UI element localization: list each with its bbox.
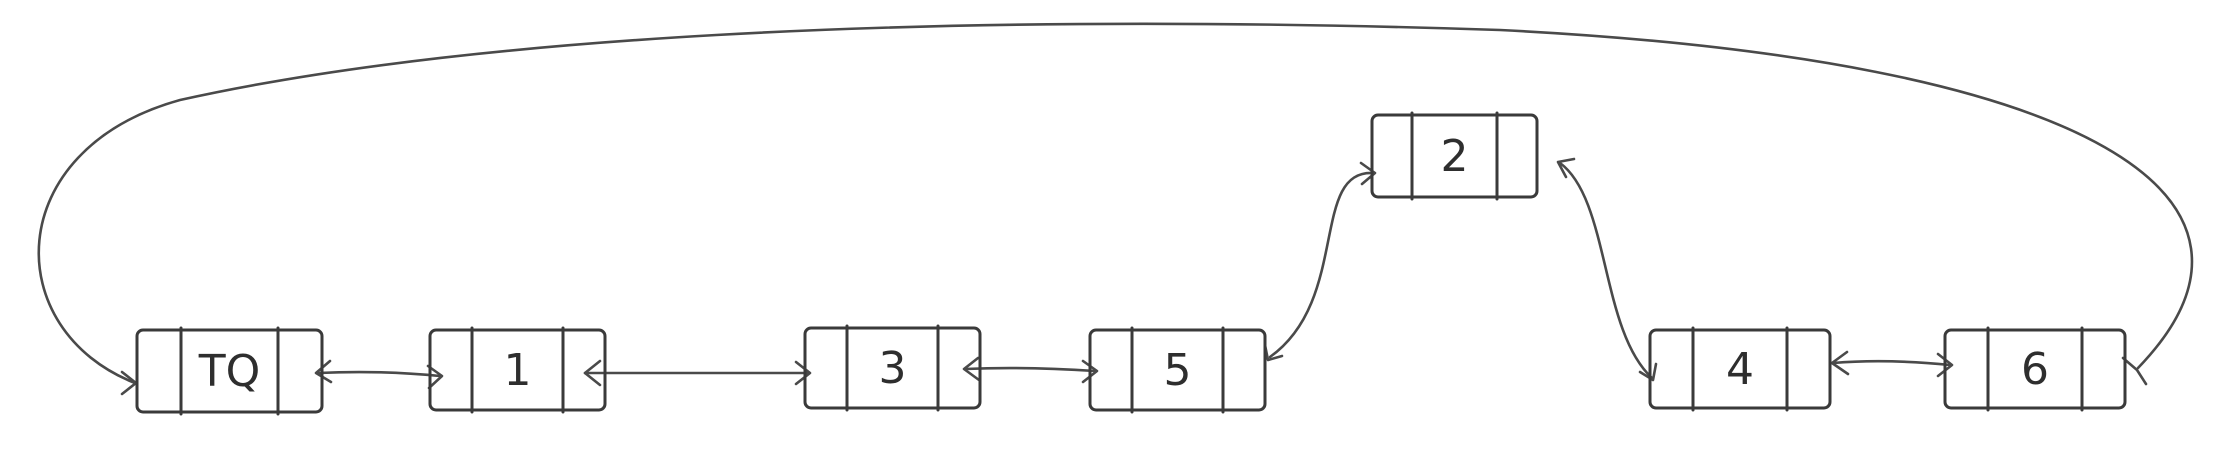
node-box <box>135 328 324 414</box>
arrowhead-1-to-tq <box>314 359 333 384</box>
node-box <box>1088 328 1267 412</box>
arrowhead-3-to-1 <box>583 359 602 387</box>
arrowhead-3-to-5 <box>1081 359 1099 384</box>
arrowhead-tq-to-1 <box>426 364 444 390</box>
node-label: 6 <box>2021 344 2049 395</box>
arrowhead-4-to-6 <box>1936 352 1954 378</box>
link-3-5 <box>963 366 1097 373</box>
list-node-n2: 2 <box>1370 111 1539 201</box>
list-node-n5: 5 <box>1088 326 1267 414</box>
list-node-n6: 6 <box>1943 326 2127 412</box>
arrowhead-1-to-3 <box>794 360 812 386</box>
link-4-6 <box>1831 359 1952 367</box>
node-box <box>1370 113 1539 199</box>
list-node-tq: TQ <box>135 326 324 416</box>
link-6-tq <box>37 22 2194 385</box>
node-label: 2 <box>1441 131 1469 182</box>
arrowhead-5-to-3 <box>962 356 981 382</box>
list-node-n4: 4 <box>1648 326 1832 412</box>
node-label: 1 <box>504 345 532 396</box>
link-2-4 <box>1558 161 1654 380</box>
node-label: 5 <box>1164 345 1192 396</box>
arrowhead-2-to-5 <box>1263 343 1284 362</box>
list-node-n3: 3 <box>803 324 982 412</box>
node-label: TQ <box>198 346 261 397</box>
node-box <box>803 326 982 410</box>
nodes-layer: TQ 1 3 5 2 4 6 <box>135 111 2127 416</box>
link-tq-1 <box>316 370 442 378</box>
arrowhead-tq-to-6 <box>2121 356 2148 386</box>
list-node-n1: 1 <box>428 326 607 414</box>
edges-layer <box>37 22 2194 385</box>
node-label: 3 <box>879 343 907 394</box>
arrowheads-layer <box>120 157 2148 396</box>
node-box <box>1943 328 2127 410</box>
arrowhead-6-to-tq <box>120 370 138 396</box>
link-5-2 <box>1268 171 1375 359</box>
arrowhead-6-to-4 <box>1830 350 1850 376</box>
node-label: 4 <box>1726 344 1754 395</box>
arrowhead-5-to-2 <box>1359 161 1377 186</box>
arrowhead-4-to-2 <box>1556 157 1576 179</box>
node-box <box>1648 328 1832 410</box>
arrowhead-2-to-4 <box>1638 362 1658 382</box>
node-box <box>428 328 607 412</box>
